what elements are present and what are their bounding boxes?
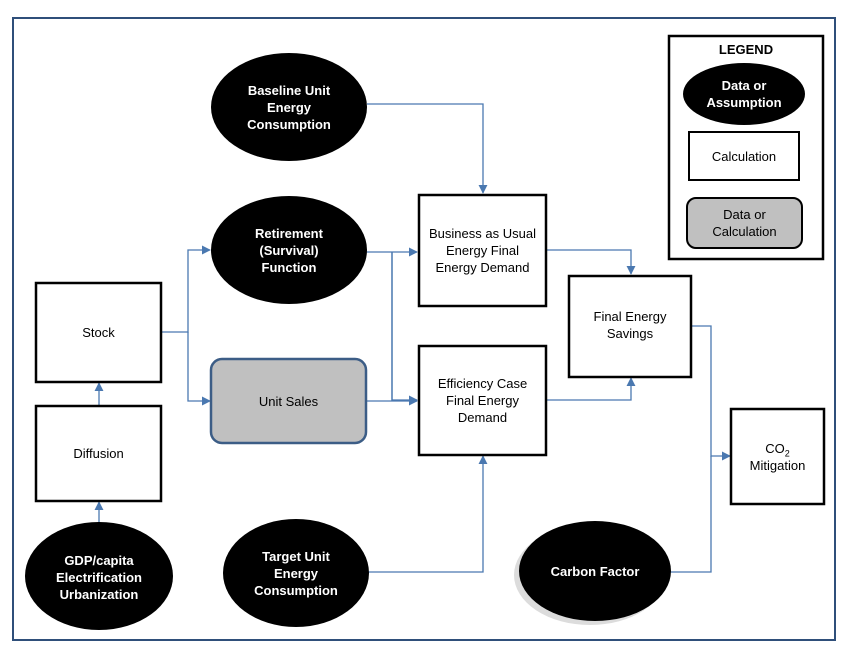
legend-calc-symbol (688, 131, 800, 181)
unit-sales-node (209, 357, 368, 445)
target-uec-node (223, 519, 369, 627)
connector-bau-savings (547, 249, 636, 275)
connector-target-eff (368, 455, 488, 573)
connector-carbon-co2 (670, 456, 712, 573)
stock-node (34, 281, 163, 384)
carbon-factor-node (519, 521, 671, 621)
legend-data-symbol (683, 63, 805, 125)
connector-baseline-bau (367, 103, 488, 194)
connector-savings-co2 (692, 325, 731, 461)
retirement-node (211, 196, 367, 304)
savings-node (567, 274, 693, 379)
co2-node (729, 407, 826, 506)
diffusion-node (34, 404, 163, 503)
eff-demand-node (417, 344, 548, 457)
gdp-node (25, 522, 173, 630)
connectors (94, 103, 731, 573)
baseline-uec-node (211, 53, 367, 161)
bau-demand-node (417, 193, 548, 308)
connector-stock-unitsales (187, 332, 211, 406)
legend-mixed-symbol (686, 197, 803, 249)
connector-stock-retirement (161, 245, 211, 333)
connector-eff-savings (547, 377, 636, 401)
